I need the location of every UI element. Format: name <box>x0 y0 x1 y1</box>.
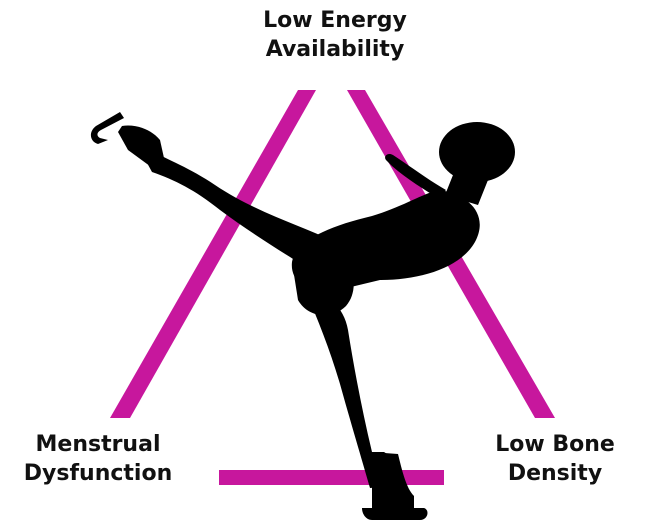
label-top-line2: Availability <box>210 35 460 64</box>
skater-head <box>439 122 515 182</box>
label-right-line2: Density <box>470 459 640 488</box>
skater-raised-blade <box>91 112 124 144</box>
label-left-line1: Menstrual <box>0 430 196 459</box>
label-low-energy-availability: Low Energy Availability <box>210 6 460 64</box>
label-right-line1: Low Bone <box>470 430 640 459</box>
skater-standing-blade <box>362 508 427 520</box>
label-low-bone-density: Low Bone Density <box>470 430 640 488</box>
label-left-line2: Dysfunction <box>0 459 196 488</box>
skater-raised-boot <box>118 126 164 172</box>
label-top-line1: Low Energy <box>210 6 460 35</box>
label-menstrual-dysfunction: Menstrual Dysfunction <box>0 430 196 488</box>
triangle-bottom-side <box>219 470 444 485</box>
